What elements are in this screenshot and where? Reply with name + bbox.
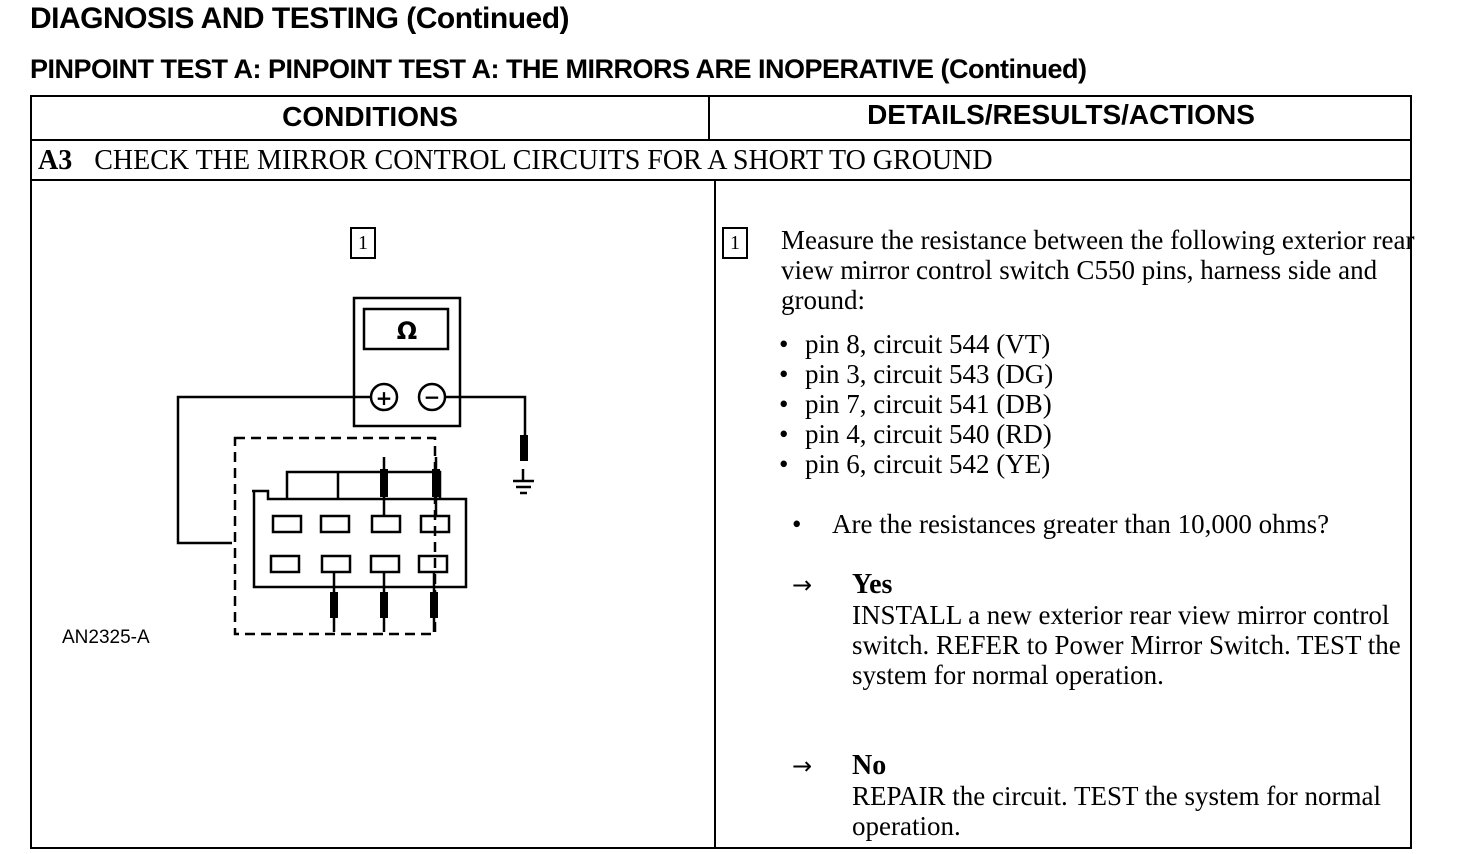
pinpoint-test-title: PINPOINT TEST A: PINPOINT TEST A: THE MI…: [30, 54, 1087, 84]
yes-arrow-icon: →: [792, 571, 813, 599]
pin-list: pin 8, circuit 544 (VT) pin 3, circuit 5…: [779, 329, 1053, 479]
question-bullet: •: [792, 509, 802, 539]
cavity: [320, 554, 352, 574]
probe-tip: [380, 592, 388, 618]
ohmmeter-display: [362, 307, 450, 351]
pin-item: pin 7, circuit 541 (DB): [779, 389, 1053, 419]
ground-probe-tip: [520, 435, 528, 461]
no-label: No: [852, 750, 887, 781]
cavity: [417, 554, 449, 574]
no-arrow-icon: →: [792, 752, 813, 780]
cavity: [370, 514, 402, 534]
column-divider: [714, 179, 716, 847]
ohmmeter-body: [352, 296, 462, 428]
pin-item: pin 3, circuit 543 (DG): [779, 359, 1053, 389]
yes-action: INSTALL a new exterior rear view mirror …: [852, 600, 1401, 690]
details-step-box: 1: [722, 227, 748, 259]
question-text: Are the resistances greater than 10,000 …: [832, 509, 1330, 539]
pinpoint-table: CONDITIONS DETAILS/RESULTS/ACTIONS A3 CHE…: [30, 95, 1414, 849]
details-header: DETAILS/RESULTS/ACTIONS: [867, 99, 1255, 130]
ohm-symbol: Ω: [397, 317, 417, 345]
figure-step-box: 1: [350, 227, 376, 259]
cavity: [369, 554, 401, 574]
step-id: A3: [38, 145, 73, 176]
conditions-header: CONDITIONS: [282, 101, 458, 132]
probe-tip: [380, 469, 388, 497]
step-heading: A3 CHECK THE MIRROR CONTROL CIRCUITS FOR …: [38, 145, 993, 177]
cavity: [269, 554, 301, 574]
probe-tip: [330, 592, 338, 618]
step-title: CHECK THE MIRROR CONTROL CIRCUITS FOR A …: [94, 145, 993, 176]
connector-body: [252, 489, 468, 589]
header-divider: [708, 97, 710, 139]
cavity: [319, 514, 351, 534]
measure-instruction: Measure the resistance between the follo…: [781, 225, 1415, 315]
yes-label: Yes: [852, 569, 893, 600]
probe-tip: [432, 469, 440, 497]
minus-sign: −: [424, 385, 441, 409]
pin-bar: [285, 470, 442, 499]
positive-lead: [176, 395, 371, 545]
question: • Are the resistances greater than 10,000…: [792, 509, 1329, 539]
header-rule: [32, 139, 1410, 141]
step-rule: [32, 179, 1410, 181]
figure-label: AN2325-A: [62, 627, 150, 648]
cavity: [271, 514, 303, 534]
negative-lead: [445, 395, 527, 447]
probe-tip: [430, 592, 438, 618]
pin-item: pin 8, circuit 544 (VT): [779, 329, 1053, 359]
page-title: DIAGNOSIS AND TESTING (Continued): [30, 2, 570, 35]
plus-sign: +: [376, 386, 393, 410]
ohmmeter-connector-diagram: Ω + −: [176, 296, 534, 636]
no-action: REPAIR the circuit. TEST the system for …: [852, 781, 1381, 841]
pin-item: pin 4, circuit 540 (RD): [779, 419, 1053, 449]
pin-item: pin 6, circuit 542 (YE): [779, 449, 1053, 479]
harness-outline: [233, 436, 437, 636]
